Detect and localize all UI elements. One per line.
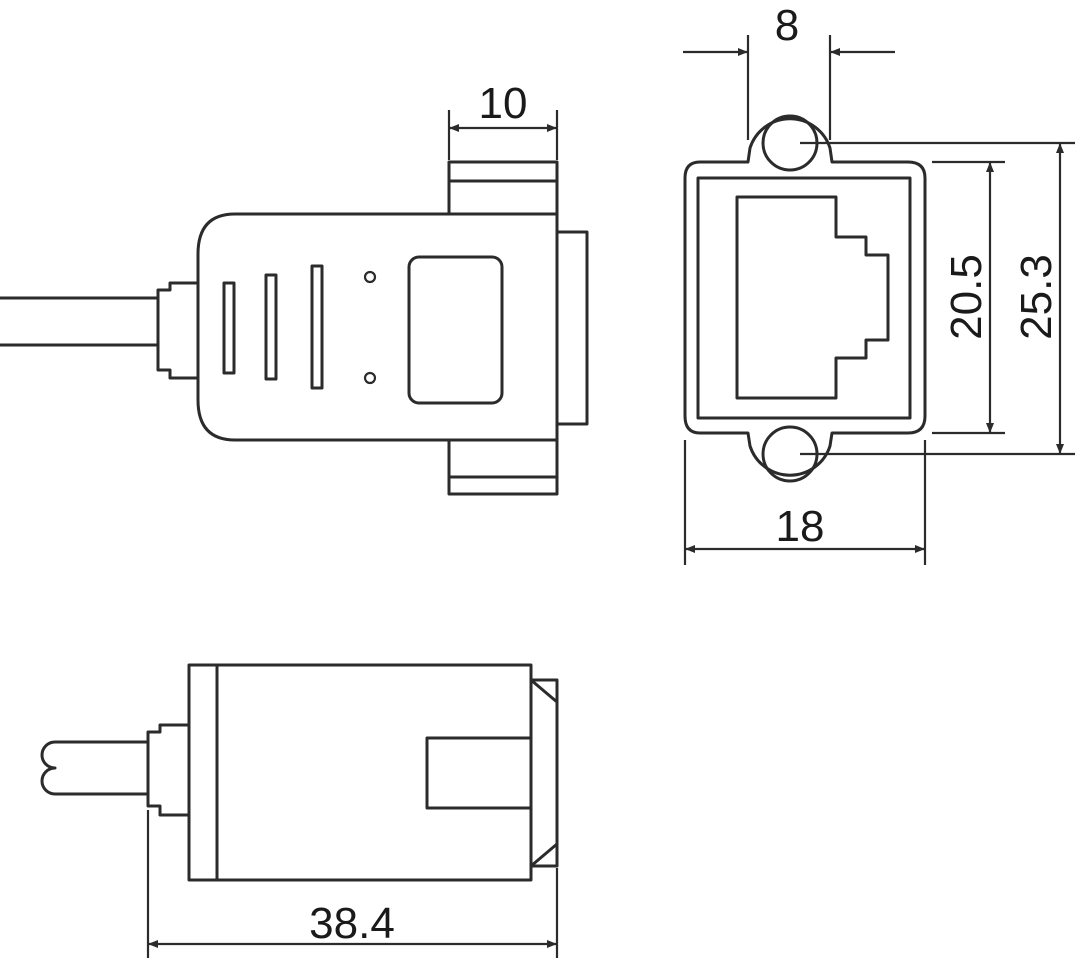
strain-relief bbox=[156, 281, 200, 380]
small-hole-top bbox=[363, 270, 377, 284]
front-view: 8 20.5 25.3 18 bbox=[683, 1, 1075, 565]
front-wedge bbox=[529, 678, 559, 868]
cable-end bbox=[40, 740, 150, 796]
dim-label-38-4: 38.4 bbox=[309, 899, 395, 948]
flange-top bbox=[447, 160, 559, 216]
rj45-port bbox=[735, 195, 890, 400]
front-lip bbox=[555, 230, 589, 426]
flange-bottom bbox=[447, 438, 559, 496]
dim-label-10: 10 bbox=[479, 79, 528, 128]
dim-label-18: 18 bbox=[776, 502, 825, 551]
plug-body bbox=[196, 212, 559, 442]
latch bbox=[425, 736, 533, 810]
small-hole-bottom bbox=[363, 371, 377, 385]
inner-frame bbox=[696, 176, 912, 420]
top-body bbox=[187, 663, 533, 882]
window-rect bbox=[407, 255, 504, 405]
top-strain-relief bbox=[146, 723, 191, 817]
grip-slot-3 bbox=[310, 264, 324, 390]
grip-slot-1 bbox=[222, 281, 236, 375]
grip-slot-2 bbox=[264, 273, 278, 381]
dim-label-25-3: 25.3 bbox=[1012, 254, 1061, 340]
top-view: 38.4 bbox=[40, 663, 559, 958]
dim-label-8: 8 bbox=[775, 1, 799, 50]
dim-label-20-5: 20.5 bbox=[942, 254, 991, 340]
side-view: 10 bbox=[0, 79, 589, 496]
